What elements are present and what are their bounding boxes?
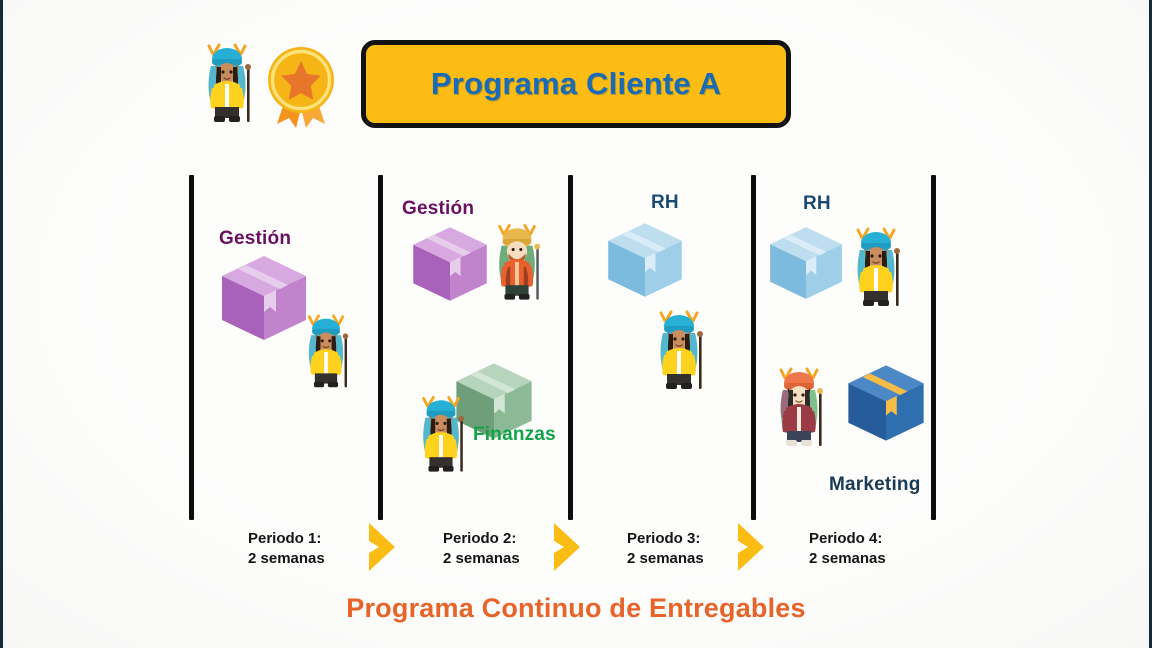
header-row: Programa Cliente A [199,38,791,130]
period-4-line1: Periodo 4: [809,530,883,547]
deliverable-box-rh-p3 [603,218,687,302]
arrow-icon-2 [550,521,606,573]
timeline-divider-4 [931,175,936,520]
person-icon-p2-b [414,390,468,480]
timeline-divider-0 [189,175,194,520]
deliverable-box-gestion-p1 [216,250,312,346]
label-period1-gestion: Gestión [219,228,292,249]
timeline-divider-3 [751,175,756,520]
period-1-line2: 2 semanas [248,550,325,568]
label-period3-rh: RH [651,192,679,213]
arrow-icon-3 [734,521,790,573]
period-2-line1: Periodo 2: [443,530,517,547]
deliverable-box-rh-p4 [765,222,847,304]
arrow-icon-1 [365,521,421,573]
label-period4-marketing: Marketing [829,474,921,495]
label-period2-gestion: Gestión [402,198,475,219]
timeline-divider-2 [568,175,573,520]
period-label-2: Periodo 2: 2 semanas [443,529,520,570]
person-icon-p4-b [771,362,827,454]
person-icon-p4-a [848,222,904,314]
period-label-1: Periodo 1: 2 semanas [248,529,325,570]
hiker-figure-icon [199,38,255,130]
program-title-plate[interactable]: Programa Cliente A [361,40,791,128]
period-label-3: Periodo 3: 2 semanas [627,529,704,570]
period-2-line2: 2 semanas [443,550,520,568]
period-3-line2: 2 semanas [627,550,704,568]
deliverable-box-finanzas-p2 [451,358,537,444]
period-3-line1: Periodo 3: [627,530,701,547]
page-title: Programa Cliente A [430,66,722,101]
deliverable-box-gestion-p2 [408,222,492,306]
period-1-line1: Periodo 1: [248,530,322,547]
person-icon-p3-a [651,305,707,397]
person-icon-p1-a [300,309,352,395]
label-period2-finanzas: Finanzas [473,424,556,445]
deliverable-box-marketing-p4 [843,360,929,446]
person-icon-p2-a [490,218,544,308]
period-4-line2: 2 semanas [809,550,886,568]
period-label-4: Periodo 4: 2 semanas [809,529,886,570]
bottom-caption: Programa Continuo de Entregables [346,593,806,623]
timeline-divider-1 [378,175,383,520]
label-period4-rh: RH [803,193,831,214]
award-medal-icon [265,38,337,130]
